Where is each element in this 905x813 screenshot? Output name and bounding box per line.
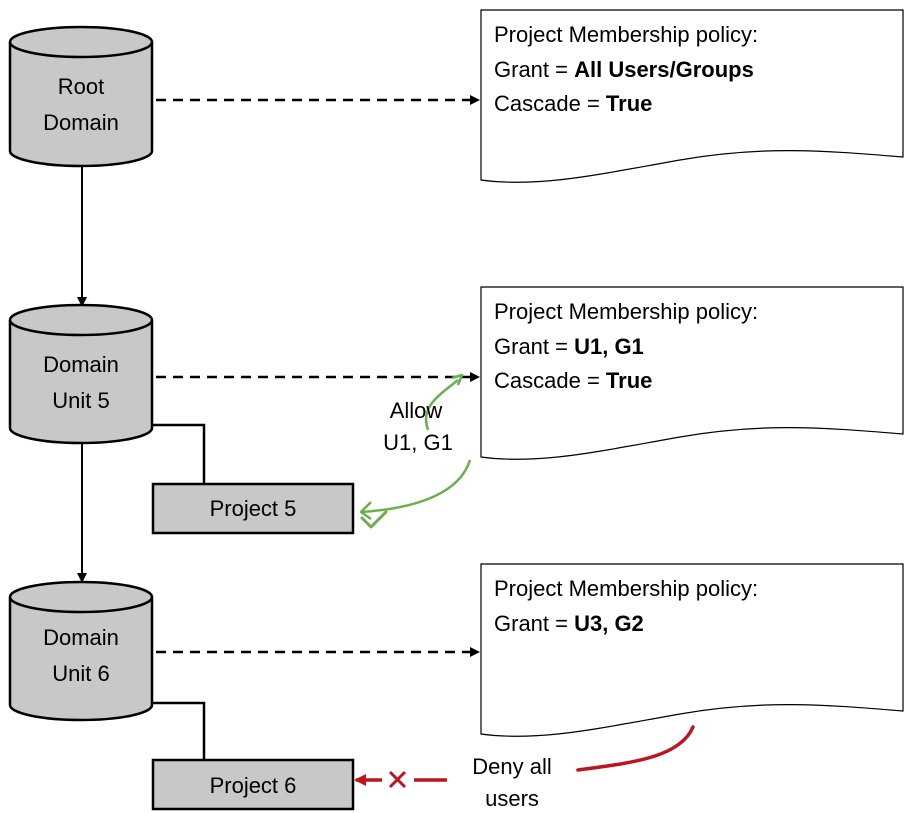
- unit5-policy-cascade-value: True: [606, 368, 652, 393]
- root-domain-label-line1: Root: [58, 74, 104, 99]
- unit5-policy-grant-value: U1, G1: [574, 334, 644, 359]
- root-policy-cascade-value: True: [606, 91, 652, 116]
- domain-unit5-label-line2: Unit 5: [52, 388, 109, 413]
- domain-unit6-cylinder: Domain Unit 6: [8, 580, 154, 722]
- unit5-policy-title: Project Membership policy:: [494, 299, 758, 324]
- allow-chevron-icon: [451, 373, 464, 386]
- allow-label-line2: U1, G1: [383, 430, 453, 455]
- unit6-policy-grant: Grant = U3, G2: [494, 611, 644, 636]
- deny-label-line2: users: [485, 786, 539, 811]
- allow-curve: [425, 379, 459, 431]
- root-policy-cascade: Cascade = True: [494, 91, 652, 116]
- root-domain-label-line2: Domain: [43, 110, 119, 135]
- root-policy-grant-value: All Users/Groups: [574, 57, 754, 82]
- allow-label-line1: Allow: [390, 398, 443, 423]
- unit5-policy-document: [480, 286, 904, 460]
- allow-curve-lower: [361, 459, 472, 514]
- root-policy-grant: Grant = All Users/Groups: [494, 57, 754, 82]
- allow-checkmark-icon: [360, 510, 388, 529]
- unit6-project6-connector: [150, 701, 206, 760]
- domain-unit5-cylinder: Domain Unit 5: [8, 303, 154, 445]
- allow-annotation: Allow U1, G1: [359, 373, 472, 529]
- unit6-policy-document: [480, 563, 904, 737]
- domain-unit6-label-line2: Unit 6: [52, 661, 109, 686]
- project6-box: Project 6: [151, 758, 355, 811]
- unit5-policy-cascade: Cascade = True: [494, 368, 652, 393]
- project5-label: Project 5: [210, 496, 297, 521]
- unit6-policy-title: Project Membership policy:: [494, 576, 758, 601]
- unit5-project5-connector: [150, 423, 206, 484]
- root-domain-cylinder: Root Domain: [8, 25, 154, 168]
- root-policy-document: [480, 9, 904, 183]
- deny-cross-icon: [388, 770, 407, 789]
- project5-box: Project 5: [151, 482, 355, 535]
- domain-unit5-label-line1: Domain: [43, 352, 119, 377]
- project6-label: Project 6: [210, 773, 297, 798]
- domain-unit6-label-line1: Domain: [43, 625, 119, 650]
- deny-label-line1: Deny all: [472, 754, 551, 779]
- deny-curve: [576, 725, 695, 772]
- unit5-policy-grant: Grant = U1, G1: [494, 334, 644, 359]
- deny-annotation: Deny all users: [354, 725, 695, 811]
- root-policy-title: Project Membership policy:: [494, 22, 758, 47]
- unit6-policy-grant-value: U3, G2: [574, 611, 644, 636]
- allow-arrowhead-icon: [359, 501, 372, 521]
